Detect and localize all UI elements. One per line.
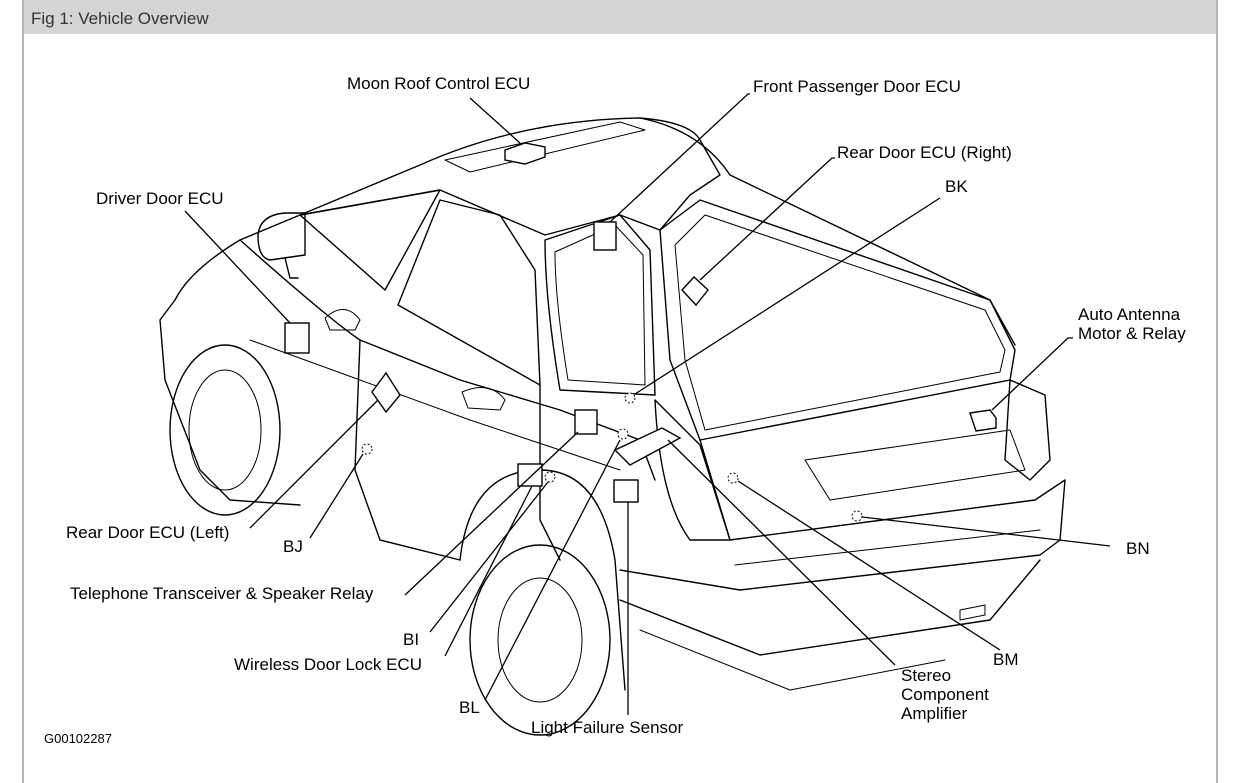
stereo-amplifier-box (613, 427, 682, 466)
label-stereo-line2: Component (901, 685, 989, 704)
driver-door-ecu-box (284, 322, 310, 354)
label-front-passenger-door-ecu: Front Passenger Door ECU (753, 77, 961, 96)
leader-lines (184, 93, 1111, 715)
label-bj: BJ (283, 537, 303, 556)
label-bl: BL (459, 698, 480, 717)
label-rear-door-ecu-left: Rear Door ECU (Left) (66, 523, 229, 542)
label-moon-roof-control-ecu: Moon Roof Control ECU (347, 74, 530, 93)
component-markers (284, 142, 997, 522)
figure-code: G00102287 (44, 731, 112, 746)
rear-door-right-ecu-box (681, 276, 709, 307)
antenna-relay-box (969, 409, 997, 432)
label-driver-door-ecu: Driver Door ECU (96, 189, 224, 208)
light-failure-sensor-box (613, 479, 639, 503)
bm-connector (727, 472, 739, 484)
front-passenger-ecu-box (593, 221, 617, 251)
label-bk: BK (945, 177, 968, 196)
rear-door-left-ecu-box (371, 371, 401, 414)
telephone-relay-box (574, 409, 598, 435)
bl-connector (617, 428, 629, 440)
bi-connector (544, 471, 556, 483)
label-stereo-line3: Amplifier (901, 704, 967, 723)
bj-connector (361, 443, 373, 455)
label-rear-door-ecu-right: Rear Door ECU (Right) (837, 143, 1012, 162)
label-bn: BN (1126, 539, 1150, 558)
figure-frame (22, 0, 1218, 783)
label-bm: BM (993, 650, 1019, 669)
figure-title-bar (24, 0, 1216, 34)
wireless-door-lock-ecu-box (517, 463, 543, 487)
label-bi: BI (403, 630, 419, 649)
label-telephone-transceiver: Telephone Transceiver & Speaker Relay (70, 584, 374, 603)
figure-title: Fig 1: Vehicle Overview (31, 9, 209, 28)
bn-connector (851, 510, 863, 522)
label-auto-antenna-line1: Auto Antenna (1078, 305, 1181, 324)
bk-connector (624, 392, 636, 404)
labels: Moon Roof Control ECU Front Passenger Do… (44, 74, 1186, 746)
label-stereo-line1: Stereo (901, 666, 951, 685)
label-auto-antenna-line2: Motor & Relay (1078, 324, 1186, 343)
label-wireless-door-lock-ecu: Wireless Door Lock ECU (234, 655, 422, 674)
label-light-failure-sensor: Light Failure Sensor (531, 718, 683, 737)
moon-roof-ecu-box (504, 142, 546, 165)
vehicle-outline (159, 117, 1066, 736)
